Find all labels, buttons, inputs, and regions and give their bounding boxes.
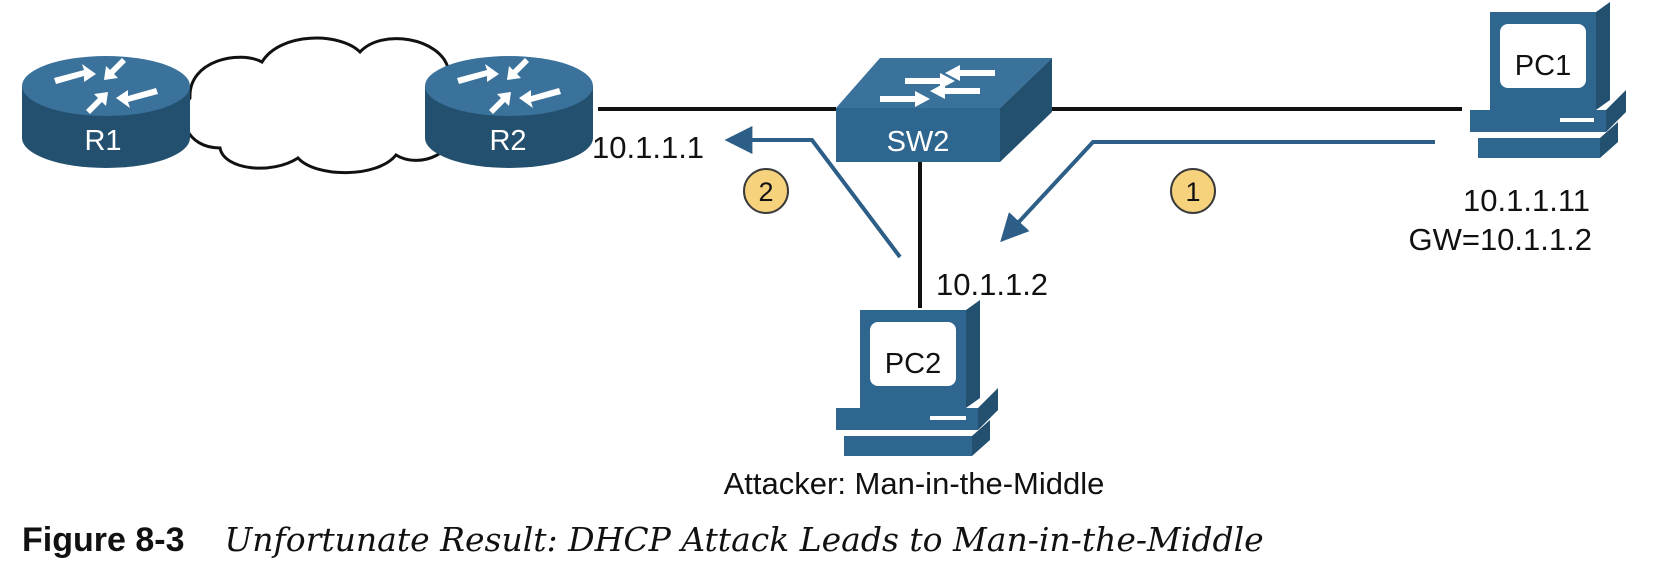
figure-caption: Figure 8-3 Unfortunate Result: DHCP Attac… — [22, 520, 1264, 560]
pc1-label: PC1 — [1515, 50, 1571, 82]
step-1-badge: 1 — [1170, 168, 1216, 214]
pc1-icon — [1470, 2, 1626, 158]
figure-title: Unfortunate Result: DHCP Attack Leads to… — [224, 520, 1264, 559]
step-2-number: 2 — [758, 177, 773, 207]
figure-number: Figure 8-3 — [22, 521, 185, 559]
switch-sw2-icon — [836, 58, 1052, 162]
router-r1-icon — [22, 56, 190, 168]
attacker-label: Attacker: Man-in-the-Middle — [724, 466, 1105, 501]
router-r1-label: R1 — [84, 125, 121, 157]
pc2-icon — [836, 300, 998, 456]
pc2-label: PC2 — [885, 348, 941, 380]
r2-ip-label: 10.1.1.1 — [592, 130, 704, 165]
step-1-number: 1 — [1185, 177, 1200, 207]
pc2-ip-label: 10.1.1.2 — [936, 267, 1048, 302]
router-r2-label: R2 — [489, 125, 526, 157]
arrow-step1-icon — [1000, 140, 1435, 243]
router-r2-icon — [425, 56, 593, 168]
pc1-gateway-label: GW=10.1.1.2 — [1408, 222, 1592, 257]
arrow-step2-icon — [724, 126, 902, 259]
link-lines — [598, 107, 1462, 308]
pc1-ip-label: 10.1.1.11 — [1463, 183, 1590, 218]
switch-sw2-label: SW2 — [887, 126, 950, 158]
step-2-badge: 2 — [743, 168, 789, 214]
